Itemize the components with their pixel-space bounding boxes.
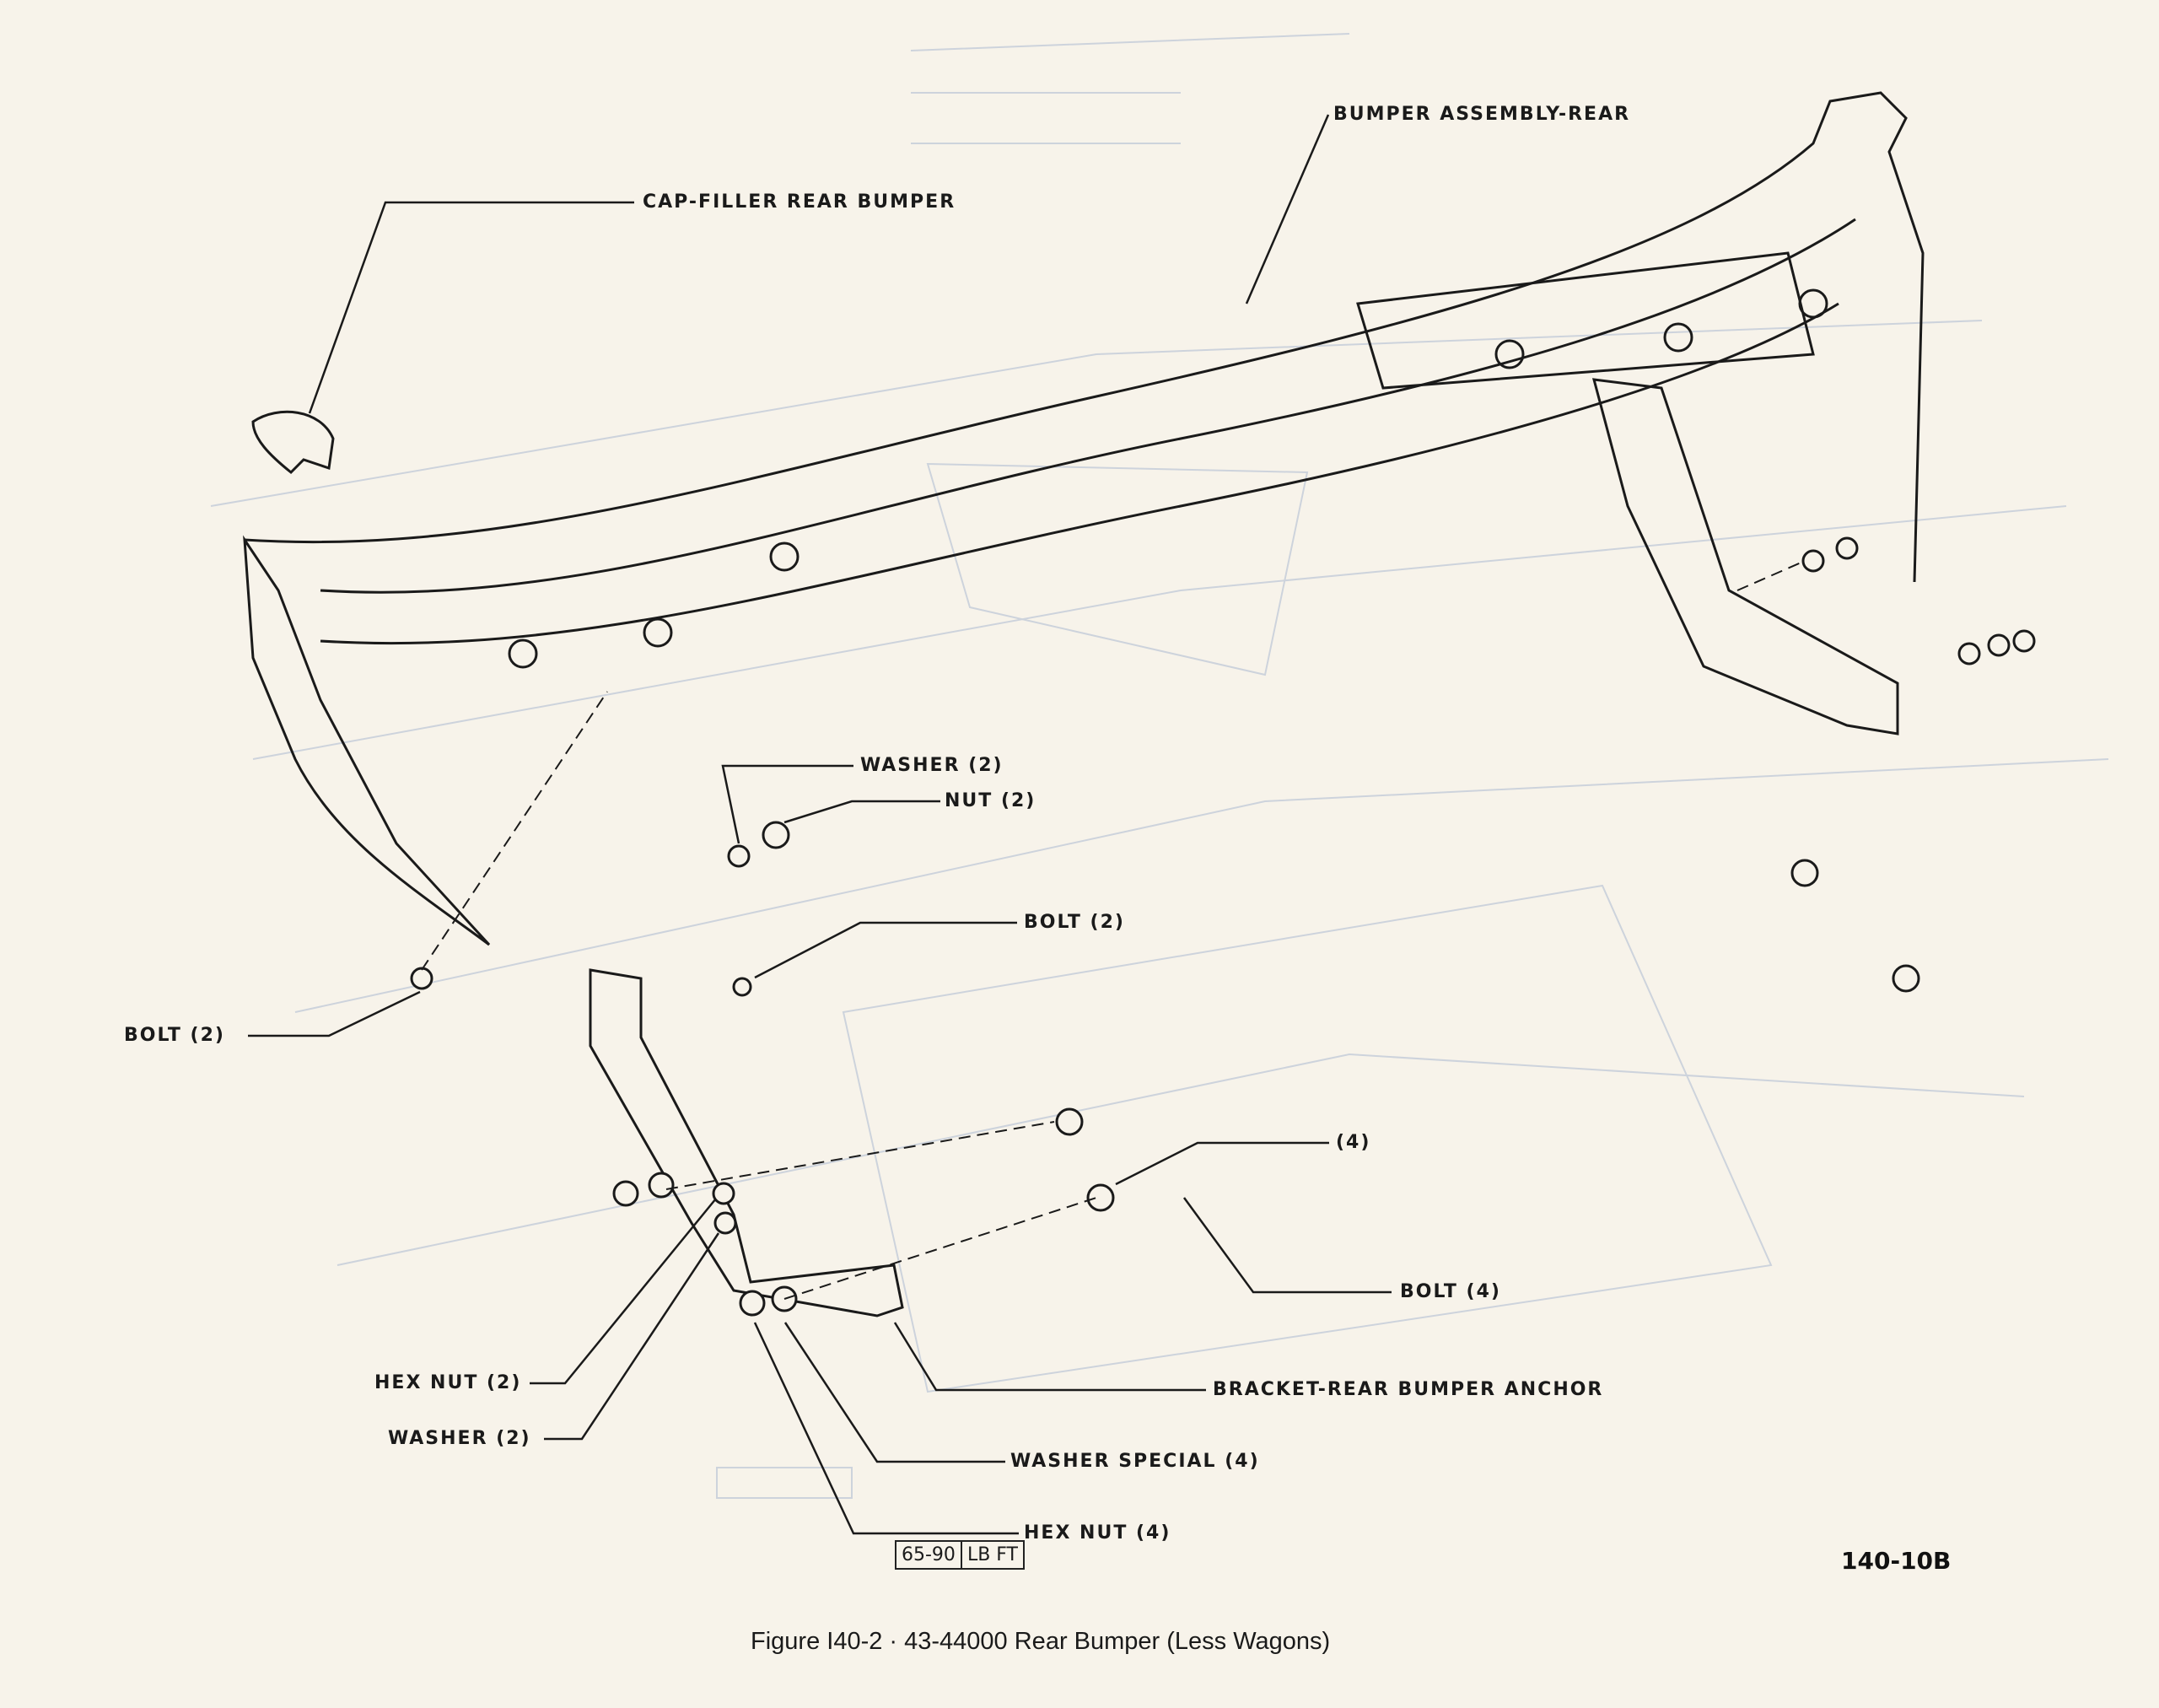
label-bolt-four: BOLT (4): [1400, 1281, 1501, 1302]
label-bolt-center: BOLT (2): [1024, 912, 1125, 933]
label-washer-two: WASHER (2): [388, 1428, 531, 1449]
label-bumper-assembly-rear: BUMPER ASSEMBLY-REAR: [1333, 104, 1631, 125]
label-hex-nut-two: HEX NUT (2): [374, 1372, 522, 1393]
label-cap-filler-rear-bumper: CAP-FILLER REAR BUMPER: [643, 191, 956, 213]
figure-caption: Figure I40-2 · 43-44000 Rear Bumper (Les…: [751, 1628, 1331, 1655]
torque-spec-box: 65-90 LB FT: [895, 1540, 1025, 1570]
bumper-assembly: [243, 91, 1925, 946]
label-quantity-four: (4): [1336, 1132, 1371, 1153]
label-washer-special: WASHER SPECIAL (4): [1010, 1451, 1260, 1472]
label-bolt-left: BOLT (2): [124, 1025, 225, 1046]
fasteners: [410, 536, 2036, 1317]
anchor-brackets: [589, 378, 1899, 1317]
leader-lines: [248, 114, 1392, 1535]
bleed-through-ghost-lines: [210, 33, 2109, 1499]
cap-filler-part: [251, 410, 335, 475]
label-bracket-rear-bumper-anchor: BRACKET-REAR BUMPER ANCHOR: [1213, 1379, 1604, 1400]
torque-value: 65-90: [902, 1544, 956, 1565]
label-washer-top: WASHER (2): [860, 755, 1004, 776]
label-nut-top: NUT (2): [945, 790, 1036, 811]
label-hex-nut-four: HEX NUT (4): [1024, 1522, 1171, 1544]
figure-number: 140-10B: [1841, 1547, 1952, 1575]
torque-unit: LB FT: [960, 1542, 1023, 1568]
centerlines: [421, 560, 1806, 1300]
